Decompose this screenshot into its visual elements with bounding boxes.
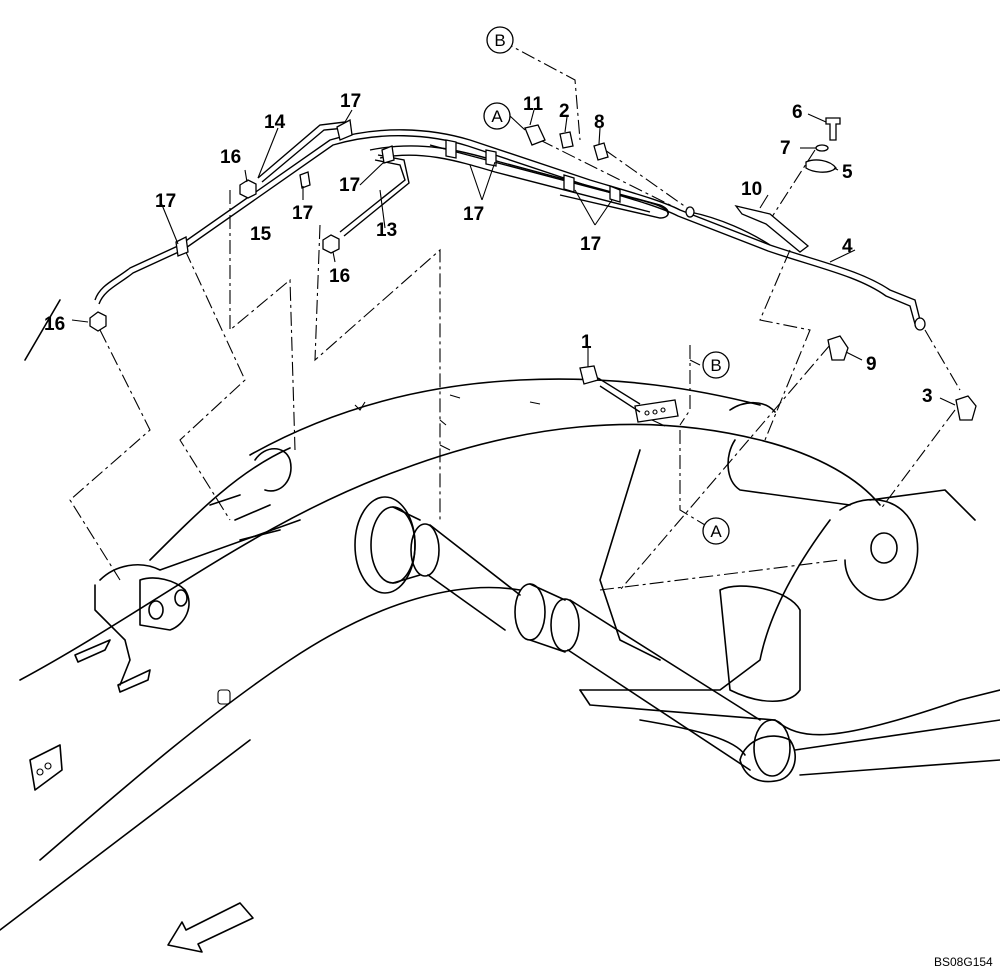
hydraulic-piping: [94, 121, 921, 325]
callout-15: 15: [250, 224, 272, 245]
callout-6: 6: [792, 102, 803, 123]
drawing-code: BS08G154: [934, 955, 993, 969]
callout-labels: 1 2 3 4 5 6 7 8 9 10 11 13 14 15 16 16 1…: [44, 91, 933, 407]
callout-16-c: 16: [44, 314, 65, 335]
callout-17-e: 17: [463, 204, 484, 225]
callout-1: 1: [581, 332, 592, 353]
callout-17-f: 17: [580, 234, 601, 255]
boom-structure: [0, 299, 1000, 931]
callout-17-c: 17: [292, 203, 313, 224]
callout-17-d: 17: [339, 175, 360, 196]
front-direction-arrow: [167, 902, 254, 953]
callout-8: 8: [594, 112, 605, 133]
callout-3: 3: [922, 386, 933, 407]
reference-circle-b-top: [486, 26, 514, 54]
callout-17-a: 17: [340, 91, 361, 112]
boom-cylinder: [354, 496, 791, 777]
reference-label-a-bottom: A: [710, 522, 722, 541]
centerlines: [69, 39, 961, 591]
callout-13: 13: [376, 220, 397, 241]
reference-label-b-top: B: [494, 31, 505, 50]
callout-11: 11: [523, 94, 544, 115]
callout-4: 4: [842, 236, 853, 257]
leader-lines: [71, 109, 956, 406]
reference-circle-a-bottom: [702, 517, 730, 545]
reference-label-a-top: A: [491, 107, 503, 126]
reference-label-b-mid: B: [710, 356, 721, 375]
callout-16-a: 16: [220, 147, 241, 168]
callout-5: 5: [842, 162, 853, 183]
callout-17-b: 17: [155, 191, 176, 212]
reference-circle-a-top: [483, 102, 511, 130]
callout-9: 9: [866, 354, 877, 375]
reference-circle-b-mid: [702, 351, 730, 379]
callout-14: 14: [264, 112, 286, 133]
callout-7: 7: [780, 138, 791, 159]
callout-16-b: 16: [329, 266, 350, 287]
fittings: [89, 117, 977, 423]
callout-10: 10: [741, 179, 762, 200]
reference-markers: B A B A: [483, 26, 730, 545]
callout-2: 2: [559, 101, 570, 122]
